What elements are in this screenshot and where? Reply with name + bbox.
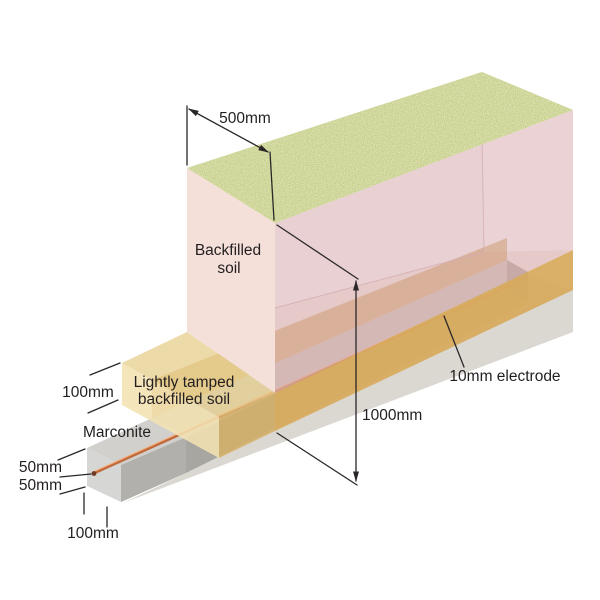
backfilled-soil-front-face [187,168,275,393]
tick-line [89,362,121,376]
lightly-tamped-line2: backfilled soil [138,391,230,408]
dimension-label: 100mm [62,384,114,401]
lightly-tamped-outer-band [275,250,573,431]
leader-line [57,448,86,461]
extension-line [276,432,358,486]
backfilled-soil-side-face [275,110,573,393]
electrode-end-dot [91,471,97,476]
dimension-label: 50mm [19,477,62,494]
marconite-front-face [87,448,121,502]
extension-line [269,151,275,221]
dimension-arrow [188,108,269,153]
leader-line [59,473,92,478]
dimension-100mm-tamped: 100mm [62,362,121,414]
label-backfilled-soil: Backfilled soil [195,242,261,277]
callout-electrode: 10mm electrode [443,315,561,385]
dimension-100mm-marconite: 100mm [67,492,119,542]
dimension-label: 1000mm [362,407,422,424]
leader-line [443,315,465,368]
grass-top-face [187,72,573,223]
tick-line [87,399,119,414]
electrode-label: 10mm electrode [449,368,560,385]
lightly-tamped-front-face [122,363,219,458]
dimension-label: 100mm [67,525,119,542]
dimension-label: 50mm [19,459,62,476]
dimension-label: 500mm [219,110,271,127]
backfilled-soil-line2: soil [217,260,240,277]
backfilled-soil-line1: Backfilled [195,242,261,259]
marconite-side-face [121,437,186,502]
marconite-label: Marconite [83,424,151,441]
lightly-tamped-top-face [122,332,275,417]
dimension-50mm-lower: 50mm [19,473,92,495]
dimension-500mm: 500mm [186,105,275,221]
leader-line [59,486,86,495]
extension-line [276,224,359,280]
lightly-tamped-side-face [219,393,275,458]
label-lightly-tamped: Lightly tamped backfilled soil [134,374,235,408]
marconite-top-face [87,418,186,465]
dimension-50mm-upper: 50mm [19,448,86,476]
dimension-1000mm: 1000mm [276,224,422,486]
lightly-tamped-line1: Lightly tamped [134,374,235,391]
